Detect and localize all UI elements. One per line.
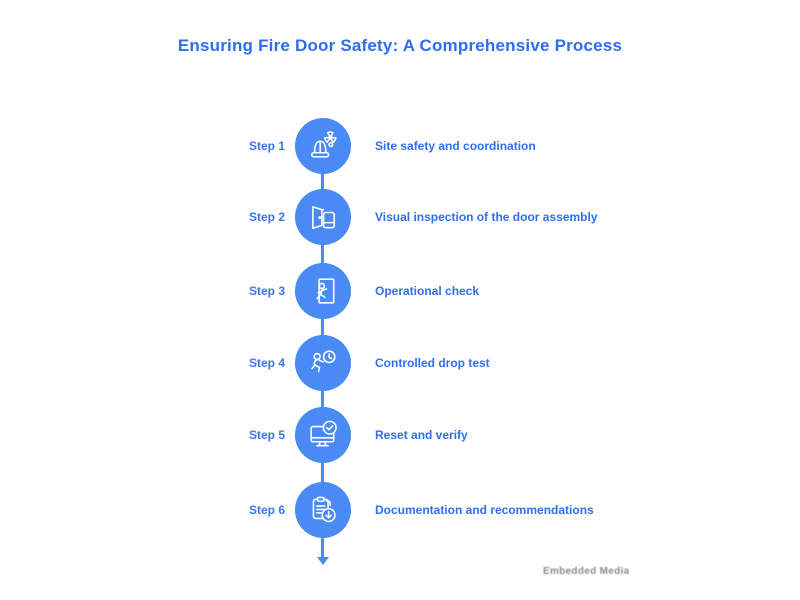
step-circle: [295, 335, 351, 391]
timeline-step-6: Step 6 Docu: [0, 482, 800, 538]
step-label: Step 1: [248, 139, 285, 153]
falling-person-clock-icon: [311, 350, 336, 373]
exit-door-running-icon: [316, 278, 335, 304]
page-title: Ensuring Fire Door Safety: A Comprehensi…: [177, 36, 623, 55]
step-label: Step 5: [248, 428, 285, 442]
step-description: Operational check: [375, 284, 480, 298]
step-label: Step 2: [248, 210, 285, 224]
timeline-step-5: Step 5 Reset and verify: [0, 407, 800, 463]
door-assembly-icon: [312, 206, 336, 230]
step-description: Reset and verify: [375, 428, 468, 442]
step-label: Step 4: [248, 356, 285, 370]
step-label: Step 3: [248, 284, 285, 298]
timeline-step-2: Step 2 Visual inspection of the door ass…: [0, 189, 800, 245]
clipboard-download-icon: [312, 496, 336, 523]
step-circle: [295, 482, 351, 538]
watermark-text: Embedded Media: [543, 566, 630, 577]
hard-hat-radiation-icon: [310, 131, 337, 158]
step-circle: [295, 118, 351, 174]
timeline-arrow-icon: [317, 557, 329, 565]
step-label: Step 6: [248, 503, 285, 517]
timeline-step-3: Step 3 Operational check: [0, 263, 800, 319]
monitor-check-icon: [310, 420, 337, 447]
step-circle: [295, 263, 351, 319]
step-description: Controlled drop test: [375, 356, 490, 370]
step-circle: [295, 189, 351, 245]
step-description: Visual inspection of the door assembly: [375, 210, 598, 224]
step-circle: [295, 407, 351, 463]
step-description: Site safety and coordination: [375, 139, 536, 153]
timeline-step-1: Step 1 Site safety and coordination: [0, 118, 800, 174]
step-description: Documentation and recommendations: [375, 503, 594, 517]
timeline-step-4: Step 4 Controlled drop test: [0, 335, 800, 391]
